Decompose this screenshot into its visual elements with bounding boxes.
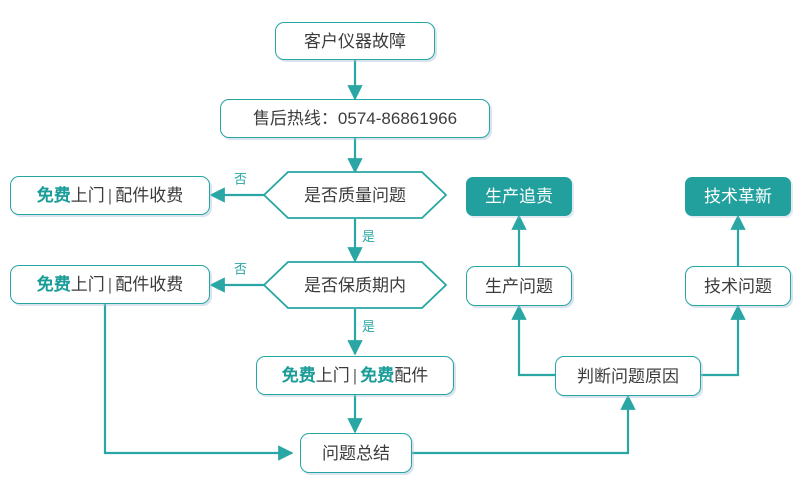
node-production-accountability[interactable]: 生产追责	[466, 177, 572, 216]
edge-cause-to-production-issue	[511, 304, 556, 377]
node-free-all-label: 免费上门|免费配件	[282, 367, 428, 384]
node-tech-issue-label: 技术问题	[704, 276, 772, 296]
edge-label-quality-no: 否	[232, 172, 247, 185]
node-summary-label: 问题总结	[322, 443, 390, 463]
hexagon-shape	[262, 171, 448, 219]
charge-mid-separator: |	[107, 275, 113, 294]
node-hotline-label: 售后热线：0574-86861966	[252, 109, 458, 128]
node-start-label: 客户仪器故障	[304, 31, 406, 51]
node-start[interactable]: 客户仪器故障	[275, 22, 435, 60]
free-all-separator: |	[352, 366, 358, 385]
free-all-part-2: 上门	[315, 366, 350, 385]
node-charge-top[interactable]: 免费上门|配件收费	[10, 176, 210, 215]
node-production-accountability-label: 生产追责	[485, 187, 553, 206]
edge-cause-to-tech-issue	[701, 304, 746, 377]
edge-label-quality-yes: 是	[362, 229, 376, 244]
free-emphasis: 免费	[36, 275, 71, 294]
node-tech-innovation[interactable]: 技术革新	[685, 177, 791, 216]
node-summary[interactable]: 问题总结	[300, 433, 412, 473]
node-production-issue[interactable]: 生产问题	[466, 266, 572, 306]
free-emphasis: 免费	[281, 366, 316, 385]
free-emphasis: 免费	[36, 186, 71, 205]
edge-summary-to-cause	[412, 394, 636, 455]
node-decision-warranty-label: 是否保质期内	[304, 275, 406, 295]
edge-label-warranty-no: 否	[232, 262, 247, 275]
node-decision-quality[interactable]: 是否质量问题	[262, 170, 448, 220]
charge-top-part-2: 上门	[70, 186, 105, 205]
hexagon-shape	[262, 261, 448, 309]
node-tech-issue[interactable]: 技术问题	[685, 266, 791, 306]
charge-mid-part-2: 上门	[70, 275, 105, 294]
edge-label-warranty-yes: 是	[362, 319, 376, 334]
free-emphasis-2: 免费	[360, 366, 395, 385]
charge-top-part-4: 配件收费	[115, 186, 184, 205]
node-decision-warranty[interactable]: 是否保质期内	[262, 260, 448, 310]
charge-top-separator: |	[107, 186, 113, 205]
node-decision-quality-label: 是否质量问题	[304, 185, 406, 205]
node-charge-mid[interactable]: 免费上门|配件收费	[10, 265, 210, 304]
node-cause[interactable]: 判断问题原因	[555, 356, 701, 396]
node-charge-mid-label: 免费上门|配件收费	[37, 276, 183, 293]
node-hotline[interactable]: 售后热线：0574-86861966	[220, 99, 490, 138]
node-tech-innovation-label: 技术革新	[704, 187, 772, 206]
node-charge-top-label: 免费上门|配件收费	[37, 187, 183, 204]
charge-mid-part-4: 配件收费	[115, 275, 184, 294]
free-all-part-5: 配件	[394, 366, 429, 385]
node-free-all[interactable]: 免费上门|免费配件	[256, 356, 454, 395]
node-production-issue-label: 生产问题	[485, 276, 553, 296]
node-cause-label: 判断问题原因	[577, 366, 679, 386]
